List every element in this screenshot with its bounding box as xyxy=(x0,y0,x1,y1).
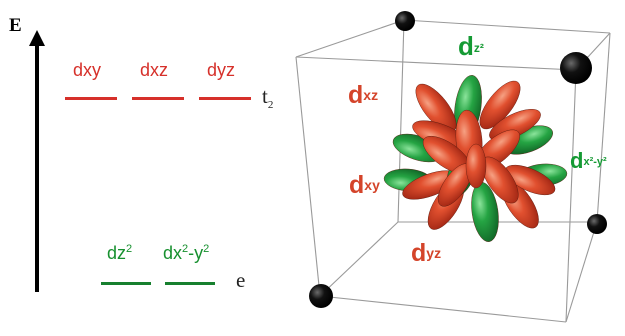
t2-orbital-label-dyz: dyz xyxy=(207,60,236,80)
ligand-sphere-top-back xyxy=(395,11,415,31)
e-orbital-label-dz2: dz2 xyxy=(107,243,133,263)
e-orbital-label-dx2-y2: dx2-y2 xyxy=(163,243,210,263)
label-dxy: dxy xyxy=(349,171,380,199)
ligand-sphere-bottom-left xyxy=(309,284,333,308)
ligand-sphere-top-front xyxy=(560,52,592,84)
e-level-dz2 xyxy=(101,282,151,285)
ligand-sphere-bottom-right xyxy=(587,214,607,234)
energy-axis-arrowhead xyxy=(29,30,45,46)
energy-axis-label: E xyxy=(9,15,22,36)
e-level-dx2-y2 xyxy=(165,282,215,285)
label-dz2: dz² xyxy=(458,31,484,61)
t2-set-label: t2 xyxy=(262,84,274,112)
label-dyz: dyz xyxy=(411,239,441,267)
t2-orbital-label-dxz: dxz xyxy=(140,60,169,80)
t2-orbital-label-dxy: dxy xyxy=(73,60,102,80)
t2-level-dxz xyxy=(132,97,184,100)
energy-axis-arrow xyxy=(35,45,39,292)
cube-frame xyxy=(295,19,611,323)
orbital-lobes xyxy=(383,75,568,242)
label-dxz: dxz xyxy=(348,81,378,109)
label-dx2-y2: dx²-y² xyxy=(570,148,607,173)
e-set-label: e xyxy=(236,268,246,292)
t2-level-dyz xyxy=(199,97,251,100)
t2-level-dxy xyxy=(65,97,117,100)
